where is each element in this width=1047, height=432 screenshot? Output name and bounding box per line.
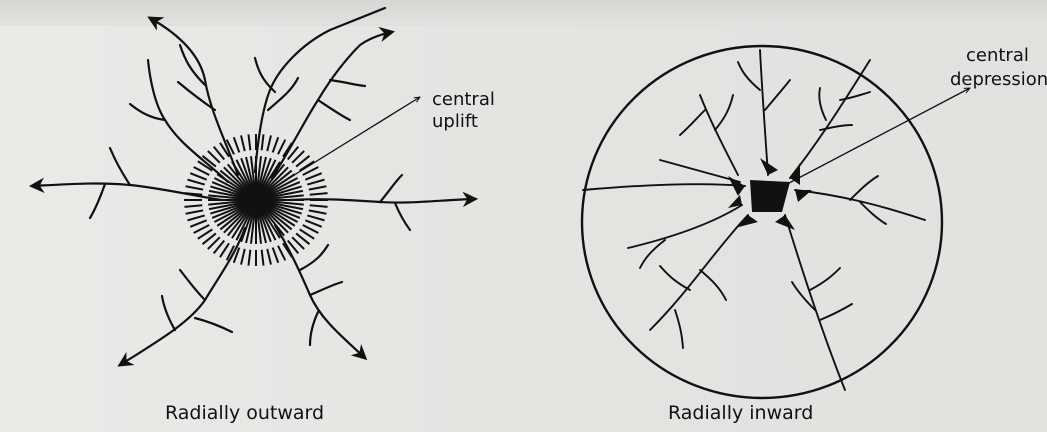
uplift-hatch-dash xyxy=(248,250,250,266)
uplift-hatch-dash xyxy=(305,220,321,227)
central-uplift-label-line1: central xyxy=(432,90,495,110)
caption-radially-outward: Radially outward xyxy=(165,403,324,423)
uplift-hatch-dash xyxy=(186,186,204,189)
uplift-hatch-dash xyxy=(190,173,206,180)
central-depression-arrows xyxy=(728,158,812,230)
uplift-hatch-dash xyxy=(273,137,279,152)
uplift-hatch-dash xyxy=(248,134,250,150)
central-depression-pointer xyxy=(772,88,970,192)
uplift-hatch-dash xyxy=(307,215,324,220)
uplift-hatch-dash xyxy=(310,205,328,207)
uplift-hatch-dash xyxy=(262,250,264,266)
uplift-hatch-dash xyxy=(307,180,324,185)
uplift-hatch-dash xyxy=(188,215,205,220)
central-depression-label-line1: central xyxy=(966,46,1029,66)
uplift-hatch-dash xyxy=(273,248,279,263)
uplift-hatch-dash xyxy=(234,137,240,152)
uplift-hatch-dash xyxy=(267,249,271,265)
uplift-hatch-dash xyxy=(241,135,245,151)
uplift-hatch-dash xyxy=(309,186,327,189)
uplift-hatch-dash xyxy=(188,180,205,185)
uplift-hatch-dash xyxy=(262,134,264,150)
uplift-hatch-dash xyxy=(278,140,285,155)
uplift-hatch-dash xyxy=(305,173,321,180)
uplift-hatch-dash xyxy=(190,220,206,227)
uplift-hatch-dash xyxy=(309,210,327,213)
uplift-hatch-dash xyxy=(278,246,285,261)
radial-inward-diagram xyxy=(582,46,970,398)
uplift-hatch-dash xyxy=(241,249,245,265)
uplift-hatch-dash xyxy=(184,205,202,207)
radial-outward-diagram xyxy=(32,8,475,365)
uplift-core xyxy=(242,186,270,214)
central-uplift-label-line2: uplift xyxy=(432,112,478,132)
central-depression-label-line2: depression xyxy=(950,70,1047,90)
caption-radially-inward: Radially inward xyxy=(668,403,813,423)
uplift-hatch-dash xyxy=(186,210,204,213)
uplift-hatch-dash xyxy=(310,193,328,195)
uplift-hatch-dash xyxy=(267,135,271,151)
